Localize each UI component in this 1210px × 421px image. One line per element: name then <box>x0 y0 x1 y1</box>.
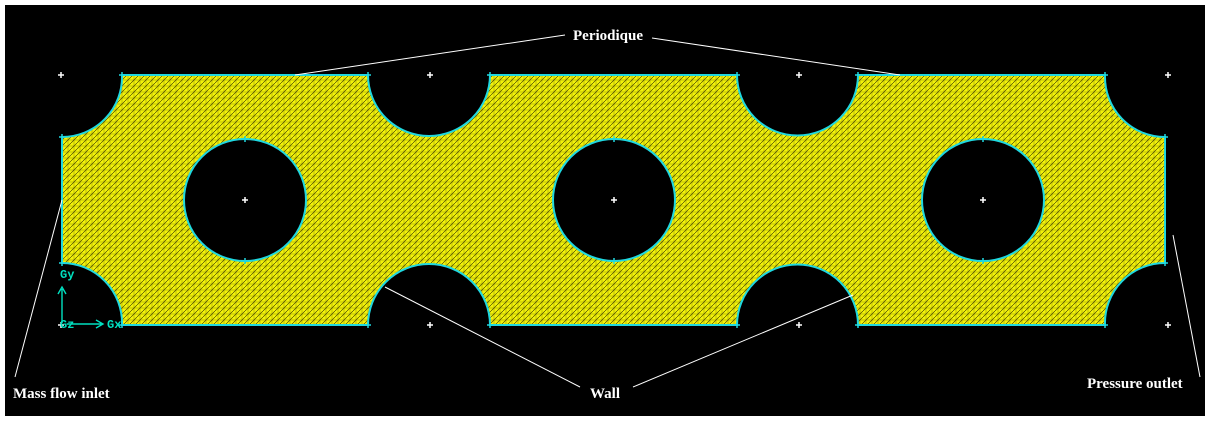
boundary-nodes <box>59 72 1168 328</box>
wall-label: Wall <box>590 386 620 402</box>
outlet-label: Pressure outlet <box>1087 376 1183 392</box>
periodic-leader-left <box>294 34 566 76</box>
wall-leader-left <box>384 286 581 388</box>
axis-gz-label: Gz <box>60 318 74 332</box>
periodic-leader-right <box>651 37 901 76</box>
center-markers <box>58 72 1171 328</box>
periodic-label: Periodique <box>573 28 643 44</box>
leader-lines <box>14 34 1201 388</box>
mesh-viewport: Periodique Wall Mass flow inlet Pressure… <box>13 28 1201 402</box>
inlet-label: Mass flow inlet <box>13 386 110 402</box>
wall-leader-right <box>632 294 854 388</box>
axis-triad: Gy Gz Gx <box>57 268 121 332</box>
inlet-leader <box>14 199 63 378</box>
axis-gx-label: Gx <box>107 318 121 332</box>
mesh-canvas: Periodique Wall Mass flow inlet Pressure… <box>5 5 1205 416</box>
outlet-leader <box>1172 234 1201 378</box>
axis-gy-label: Gy <box>60 268 74 282</box>
